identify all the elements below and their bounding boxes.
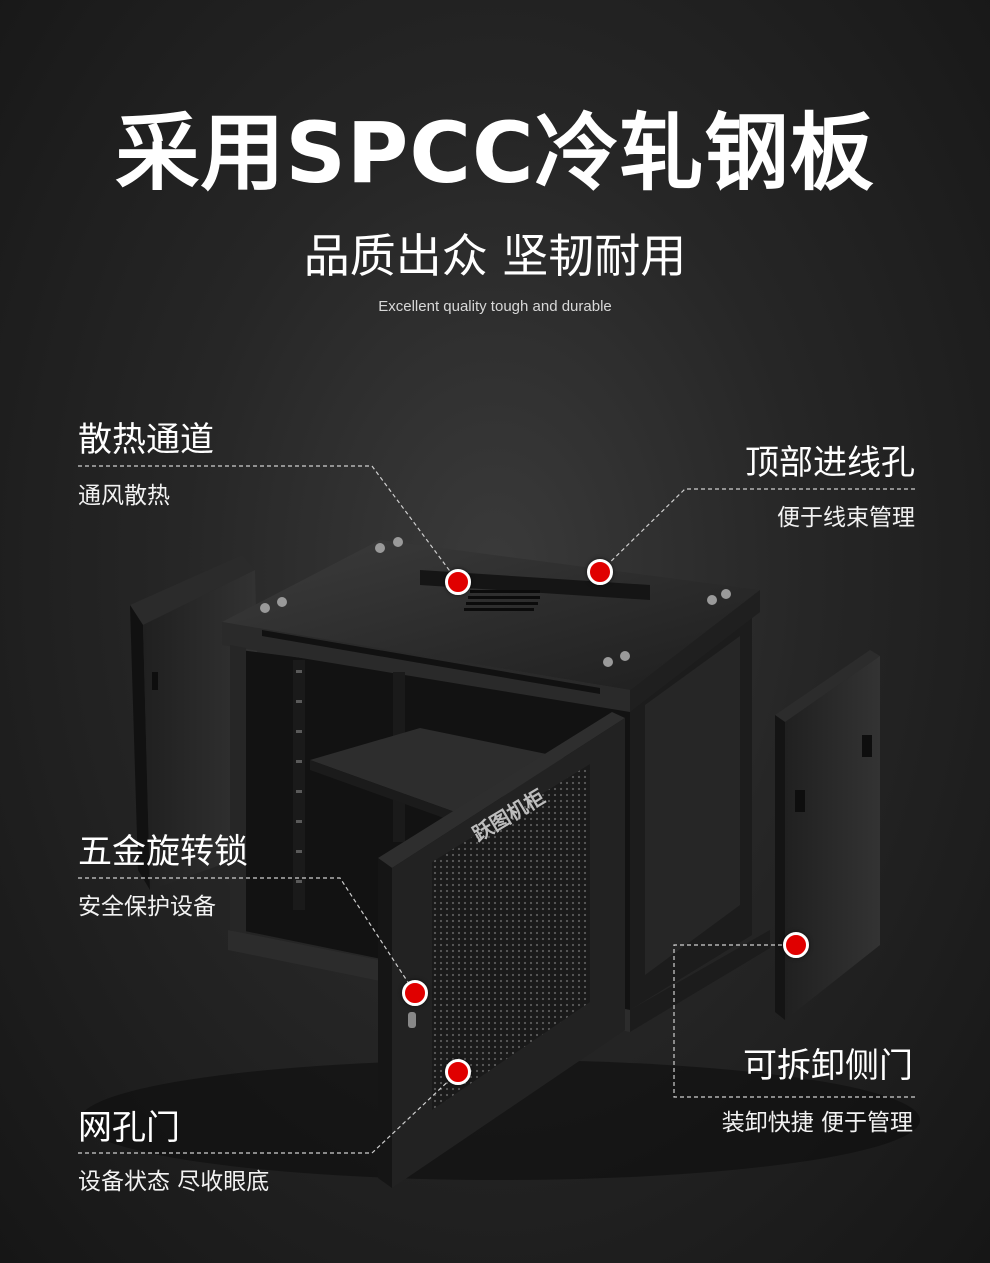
feature-mesh-door-title: 网孔门 bbox=[78, 1108, 180, 1148]
right-side-panel bbox=[775, 650, 880, 1020]
marker-lock[interactable] bbox=[402, 980, 428, 1006]
feature-cooling-title: 散热通道 bbox=[78, 420, 214, 460]
page-title: 采用SPCC冷轧钢板 bbox=[115, 104, 875, 202]
feature-top-hole-desc: 便于线束管理 bbox=[777, 505, 915, 531]
feature-lock-desc: 安全保护设备 bbox=[78, 894, 216, 920]
marker-top-hole[interactable] bbox=[587, 559, 613, 585]
page-subtitle: 品质出众 坚韧耐用 bbox=[303, 229, 687, 283]
marker-side-door[interactable] bbox=[783, 932, 809, 958]
feature-side-door-title: 可拆卸侧门 bbox=[743, 1046, 913, 1086]
feature-mesh-door-desc: 设备状态 尽收眼底 bbox=[78, 1169, 270, 1195]
feature-cooling-desc: 通风散热 bbox=[78, 483, 170, 509]
feature-side-door-desc: 装卸快捷 便于管理 bbox=[721, 1110, 913, 1136]
marker-cooling[interactable] bbox=[445, 569, 471, 595]
page-subtitle-en: Excellent quality tough and durable bbox=[378, 298, 612, 315]
feature-top-hole-title: 顶部进线孔 bbox=[745, 443, 915, 483]
marker-mesh-door[interactable] bbox=[445, 1059, 471, 1085]
feature-lock-title: 五金旋转锁 bbox=[78, 832, 248, 872]
